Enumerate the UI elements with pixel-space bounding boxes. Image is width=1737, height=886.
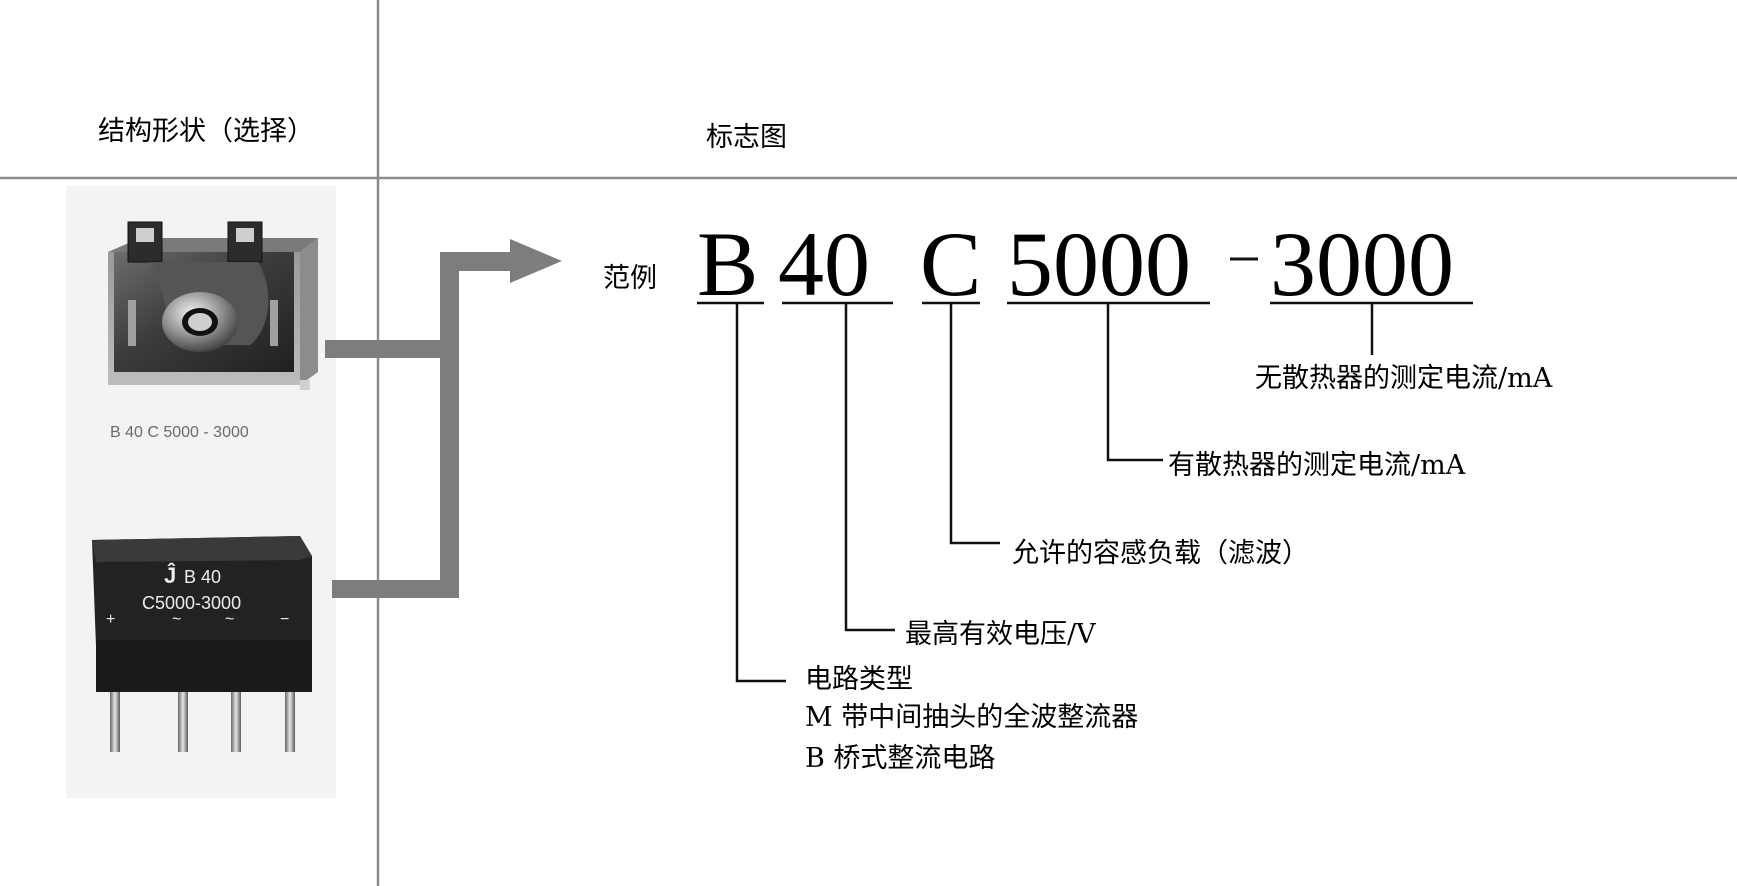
square-bridge-rectifier-image: B 40 C 5000 - 3000 (108, 221, 318, 441)
flat-bridge-marking-line1: B 40 (184, 567, 221, 587)
note-circuit-type: 电路类型 (805, 664, 913, 695)
pin-label-minus: − (280, 611, 289, 628)
note-circuit-m: M 带中间抽头的全波整流器 (805, 702, 1138, 733)
code-part-current-heatsink: 5000 (1007, 213, 1191, 315)
example-label: 范例 (603, 263, 657, 294)
note-max-voltage: 最高有效电压/V (905, 619, 1096, 650)
pin-label-plus: + (106, 611, 115, 628)
flat-bridge-marking-line2: C5000-3000 (142, 593, 241, 613)
code-part-circuit: B (697, 213, 758, 315)
square-bridge-marking: B 40 C 5000 - 3000 (110, 424, 249, 441)
header-marking-diagram: 标志图 (706, 122, 787, 153)
code-part-current-no-heatsink: 3000 (1270, 213, 1454, 315)
header-structure-shape: 结构形状（选择） (98, 116, 314, 147)
pin-label-ac1: ~ (172, 611, 181, 628)
note-circuit-b: B 桥式整流电路 (805, 743, 995, 774)
code-part-load: C (920, 213, 981, 315)
flat-bridge-logo: Ĵ (164, 563, 176, 588)
note-current-with-heatsink: 有散热器的测定电流/mA (1168, 450, 1466, 481)
note-capacitive-load: 允许的容感负载（滤波） (1012, 538, 1309, 569)
pin-label-ac2: ~ (225, 611, 234, 628)
code-part-voltage: 40 (778, 213, 870, 315)
flat-bridge-rectifier-image: Ĵ B 40 C5000-3000 + ~ ~ − (92, 536, 312, 752)
leader-lines (697, 301, 1473, 683)
selection-arrow (325, 239, 562, 598)
note-current-without-heatsink: 无散热器的测定电流/mA (1255, 363, 1553, 394)
